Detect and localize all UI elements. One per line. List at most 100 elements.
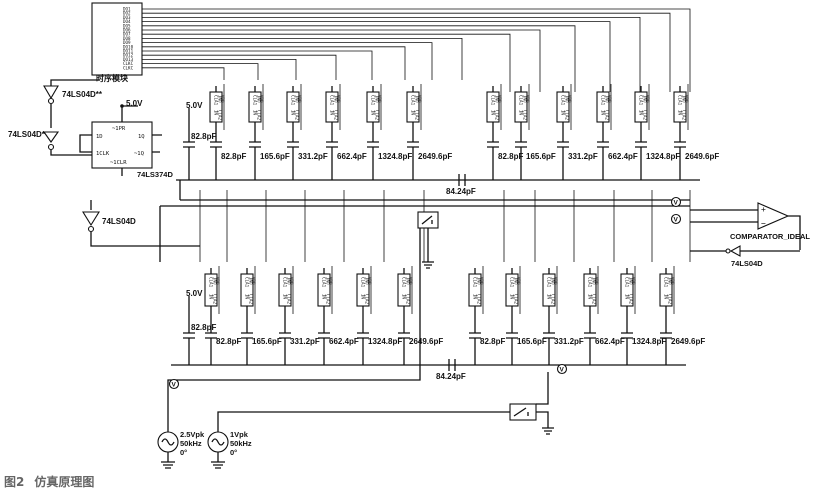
- timing-pin-13: CLKC: [123, 61, 134, 66]
- bot-sw-text-2-2: VDD: [289, 277, 294, 285]
- top-sw-text-8-1: INO: [565, 95, 570, 103]
- top-term-cap-label: 82.8pF: [191, 132, 216, 141]
- bot-sw-text-3-2: VDD: [328, 277, 333, 285]
- probe-icon-0: [670, 196, 682, 208]
- top-sw-text-2-2: VDD: [297, 95, 302, 103]
- top-sw-text-6-0: CLA1: [491, 95, 496, 106]
- top-cap-8: [557, 141, 569, 148]
- top-cap-label-3: 662.4pF: [337, 152, 367, 161]
- bot-sw-text2-7-0: IN: [510, 294, 515, 300]
- top-cap-label-1: 165.6pF: [260, 152, 290, 161]
- top-sw-text2-9-1: CLA2: [605, 110, 610, 121]
- bot-sw-text2-2-1: CLA2: [287, 294, 292, 305]
- timing-pin-3: DO4: [123, 19, 131, 24]
- bot-cap-label-9: 662.4pF: [595, 337, 625, 346]
- timing-pin-10: DO11: [123, 49, 134, 54]
- top-sw-text-0-1: INO: [218, 95, 223, 103]
- source-1-amp: 2.5Vpk: [180, 430, 205, 439]
- top-sw-text-9-1: INO: [605, 95, 610, 103]
- bot-cap-label-3: 662.4pF: [329, 337, 359, 346]
- inverter-d-label: 74LS04D: [731, 259, 763, 268]
- bot-sw-text-10-1: INO: [629, 277, 634, 285]
- probe-label-1: V: [674, 217, 679, 224]
- top-sw-text2-1-0: IN: [253, 110, 258, 116]
- timing-pin-14: CLKC: [123, 65, 134, 70]
- bot-sw-text-7-2: VDD: [516, 277, 521, 285]
- bot-sw-text-6-0: CLA1: [473, 277, 478, 288]
- bot-sw-text2-9-0: IN: [588, 294, 593, 300]
- bot-sw-text-7-0: CLA1: [510, 277, 515, 288]
- top-cap-1: [249, 141, 261, 148]
- bot-sw-text2-0-1: CLA2: [213, 294, 218, 305]
- top-cap-label-11: 2649.6pF: [685, 152, 719, 161]
- timing-pin-7: DO8: [123, 36, 131, 41]
- top-sw-text2-7-0: IN: [519, 110, 524, 116]
- top-supply-label: 5.0V: [186, 101, 203, 110]
- bot-cap-label-8: 331.2pF: [554, 337, 584, 346]
- inverter-b-label: 74LS04D*: [8, 130, 46, 139]
- top-sw-text-1-2: VDD: [259, 95, 264, 103]
- top-sw-text-0-0: CLA1: [214, 95, 219, 106]
- top-cap-11: [674, 141, 686, 148]
- top-cap-2: [287, 141, 299, 148]
- timing-module-title: 时序模块: [96, 73, 129, 83]
- source-2-freq: 50kHz: [230, 439, 252, 448]
- top-sw-text-4-0: CLA1: [371, 95, 376, 106]
- svg-text:+: +: [761, 205, 766, 214]
- bot-sw-text2-0-0: IN: [209, 294, 214, 300]
- top-sw-text2-4-1: CLA2: [375, 110, 380, 121]
- source-2-amp: 1Vpk: [230, 430, 249, 439]
- top-sw-text-4-2: VDD: [377, 95, 382, 103]
- bot-sw-text-10-2: VDD: [631, 277, 636, 285]
- bot-supply-label: 5.0V: [186, 289, 203, 298]
- control-line-3: [142, 21, 611, 92]
- bot-sw-text-1-2: VDD: [251, 277, 256, 285]
- top-sw-text-11-1: INO: [682, 95, 687, 103]
- top-sw-text2-5-1: CLA2: [415, 110, 420, 121]
- bot-sw-text2-5-0: IN: [402, 294, 407, 300]
- main-bus: [159, 180, 690, 262]
- control-line-8: [142, 42, 433, 80]
- control-line-7: [142, 38, 463, 80]
- top-sw-text2-2-0: IN: [291, 110, 296, 116]
- timing-pin-4: DO5: [123, 23, 131, 28]
- top-sw-text-3-0: CLA1: [330, 95, 335, 106]
- bot-bridge-cap-label: 84.24pF: [436, 372, 466, 381]
- top-sw-text-2-1: INO: [295, 95, 300, 103]
- bot-sw-text2-7-1: CLA2: [514, 294, 519, 305]
- probe-label-0: V: [674, 200, 679, 207]
- bot-cap-label-5: 2649.6pF: [409, 337, 443, 346]
- bot-sw-text2-4-0: IN: [361, 294, 366, 300]
- ff-pin-clr: ~1CLR: [110, 160, 127, 166]
- top-sw-text-10-0: CLA1: [639, 95, 644, 106]
- top-sw-text-5-1: INO: [415, 95, 420, 103]
- inverter-c-label: 74LS04D: [102, 217, 136, 226]
- comparator-label: COMPARATOR_IDEAL: [730, 232, 810, 241]
- top-bridge-cap-label: 84.24pF: [446, 187, 476, 196]
- top-cap-label-10: 1324.8pF: [646, 152, 680, 161]
- bot-sw-text-9-1: INO: [592, 277, 597, 285]
- top-term-cap: [183, 108, 195, 180]
- top-sw-text-7-2: VDD: [525, 95, 530, 103]
- probe-icon-1: [670, 213, 682, 225]
- top-sw-text-9-0: CLA1: [601, 95, 606, 106]
- probe-icon-2: [168, 378, 180, 390]
- bot-cap-label-1: 165.6pF: [252, 337, 282, 346]
